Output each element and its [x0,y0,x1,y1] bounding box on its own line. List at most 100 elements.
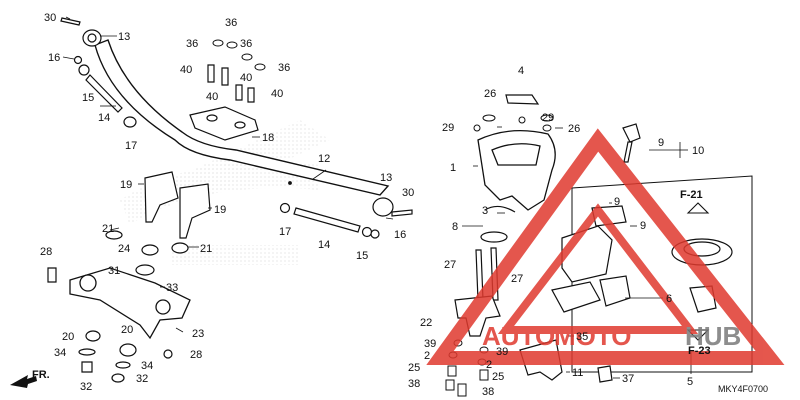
callout: 4 [518,65,524,77]
callout-labels: 30 13 16 15 14 17 36 36 36 36 40 40 40 4… [40,12,704,398]
watermark-logo: AUTO MOTO HUB [426,128,785,365]
callout: 19 [120,179,132,191]
callout: 36 [225,17,237,29]
callout: 37 [622,373,634,385]
emblem-4 [505,94,540,105]
callout: 11 [572,367,583,379]
callout: 22 [420,317,432,329]
arrow-up-f21 [686,202,710,214]
callout: 20 [121,324,133,336]
callout: 21 [102,223,114,235]
fr-direction-label: FR. [32,369,50,381]
weight-rod-left [73,55,123,113]
callout: 13 [380,172,392,184]
callout: 9 [658,137,664,149]
watermark-auto: AUTO [482,321,555,351]
key-set-box [571,175,753,373]
callout: 35 [576,331,588,343]
callout: 34 [54,347,66,359]
callout: 9 [614,196,620,208]
callout: 40 [240,72,252,84]
watermark-hub: HUB [685,321,741,351]
frame-label-f21: F-21 [680,189,703,201]
callout: 26 [484,88,496,100]
top-bridge [69,267,191,340]
callout: 40 [180,64,192,76]
callout: 38 [482,386,494,398]
callout: 10 [692,145,704,157]
callout: 32 [136,373,148,385]
bar-end-weight-right [372,197,394,217]
bottom-left-caps [78,330,173,383]
callout: 17 [279,226,291,238]
callout: 39 [424,338,436,350]
callout: 14 [318,239,330,251]
leader-lines [62,16,692,379]
callout: 3 [482,205,488,217]
callout: 30 [44,12,56,24]
callout: 33 [166,282,178,294]
callout: 27 [511,273,523,285]
callout: 40 [206,91,218,103]
callout: 28 [40,246,52,258]
callout: 25 [408,362,420,374]
clip-3 [484,205,516,213]
watermark-moto: MOTO [554,321,632,351]
callout: 16 [394,229,406,241]
nuts-36 [212,39,266,71]
callout: 15 [82,92,94,104]
callout: 23 [192,328,204,340]
key-10 [622,123,641,163]
bushing-17-left [123,116,137,128]
callout: 31 [108,265,120,277]
frame-label-f23: F-23 [688,345,711,357]
callout: 26 [568,123,580,135]
callout: 28 [190,349,202,361]
callout: 27 [444,259,456,271]
callout: 36 [186,38,198,50]
callout: 2 [486,359,492,371]
callout: 34 [141,360,153,372]
callout: 1 [450,162,456,174]
fr-direction-arrow [10,375,37,388]
callout: 29 [442,122,454,134]
callout: 18 [262,132,274,144]
bolt-28-left [47,267,57,283]
frame-labels: F-21 F-23 [680,189,711,357]
collar-8 [480,231,508,243]
cap-37 [597,365,613,383]
callout: 29 [542,112,554,124]
grommets-26-29 [473,114,554,132]
diagram-code: MKY4F0700 [718,384,768,394]
handlebar-pipe [94,39,390,196]
handlebar-holder-lower [144,171,211,239]
holder-bolts-40 [207,64,255,103]
callout: 39 [496,346,508,358]
callout: 15 [356,250,368,262]
callout: 24 [118,243,130,255]
callout: 32 [80,381,92,393]
callout: 13 [118,31,130,43]
callout: 40 [271,88,283,100]
callout: 17 [125,140,137,152]
callout: 36 [278,62,290,74]
callout: 19 [214,204,226,216]
callout: 12 [318,153,330,165]
callout: 30 [402,187,414,199]
callout: 16 [48,52,60,64]
callout: 9 [640,220,646,232]
callout: 8 [452,221,458,233]
callout: 5 [687,376,693,388]
arrow-down-f23 [686,329,710,341]
handle-cover [477,130,556,211]
weight-rod-right [279,202,380,239]
callout: 21 [200,243,212,255]
callout: 25 [492,371,504,383]
bar-end-weight-left [82,29,102,47]
callout: 2 [424,350,430,362]
callout: 14 [98,112,110,124]
callout: 36 [240,38,252,50]
callout: 38 [408,378,420,390]
handlebar-holder-upper [189,106,259,141]
